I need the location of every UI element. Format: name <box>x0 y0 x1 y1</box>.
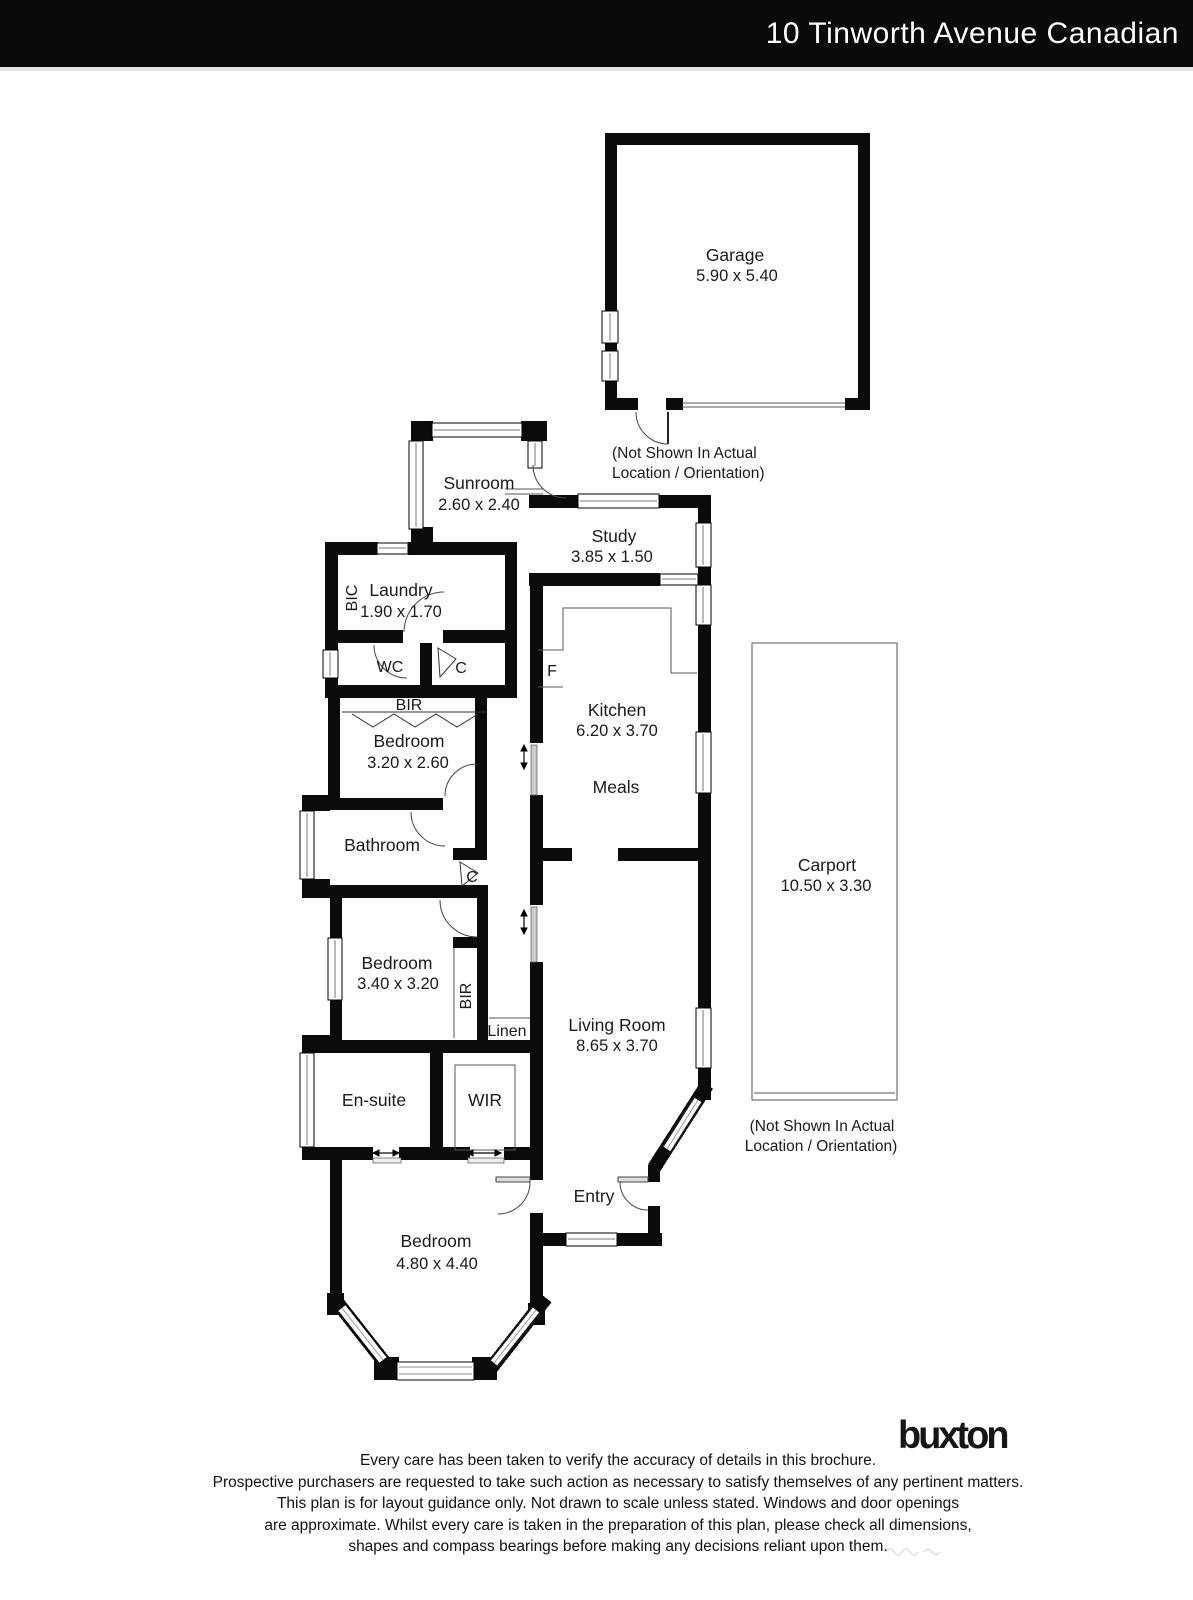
entry-right-door-leaf <box>617 1176 649 1183</box>
watermark-signature <box>885 1548 941 1556</box>
room-dims-garage: 5.90 x 5.40 <box>696 267 778 285</box>
room-label-ensuite: En-suite <box>342 1090 406 1110</box>
slide-direction-arrows <box>371 743 528 1157</box>
label-bir-side: BIR <box>458 983 475 1010</box>
orientation-notes: (Not Shown In Actual Location / Orientat… <box>612 445 897 1155</box>
label-closet-2: C <box>466 869 478 886</box>
room-label-entry: Entry <box>574 1186 615 1206</box>
room-label-bedroom1: Bedroom <box>400 1231 471 1251</box>
room-dims-study: 3.85 x 1.50 <box>571 548 653 566</box>
room-dims-laundry: 1.90 x 1.70 <box>360 603 442 621</box>
room-label-meals: Meals <box>593 777 640 797</box>
disclaimer-line: Every care has been taken to verify the … <box>359 1452 877 1469</box>
carport-outline <box>751 642 898 1101</box>
bifold-doors-zigzag <box>351 713 479 728</box>
room-label-laundry: Laundry <box>369 580 432 600</box>
windows <box>299 310 712 1247</box>
room-dims-bedroom3: 3.40 x 3.20 <box>357 975 439 993</box>
room-labels: Garage 5.90 x 5.40 Sunroom 2.60 x 2.40 S… <box>342 245 872 1273</box>
room-label-bedroom3: Bedroom <box>361 953 432 973</box>
carport-note-line2: Location / Orientation) <box>745 1138 898 1155</box>
page-title: 10 Tinworth Avenue Canadian <box>765 16 1179 50</box>
room-label-study: Study <box>592 526 637 546</box>
label-wc: WC <box>377 659 404 676</box>
garage-note-line2: Location / Orientation) <box>612 465 765 482</box>
carport-note-line1: (Not Shown In Actual <box>750 1118 895 1135</box>
header-bar: 10 Tinworth Avenue Canadian <box>0 0 1193 67</box>
label-fridge: F <box>547 663 557 680</box>
room-dims-bedroom2: 3.20 x 2.60 <box>367 754 449 772</box>
buxton-logo: buxton <box>898 1414 1010 1457</box>
label-closet-1: C <box>455 660 467 677</box>
disclaimer-line: are approximate. Whilst every care is ta… <box>264 1516 972 1534</box>
sliding-doors <box>371 743 538 1164</box>
room-dims-carport: 10.50 x 3.30 <box>781 877 872 895</box>
room-label-linen: Linen <box>487 1023 526 1040</box>
closet-door-flap-2 <box>459 861 479 887</box>
room-dims-bedroom1: 4.80 x 4.40 <box>396 1255 478 1273</box>
kitchen-bench-outline <box>538 607 697 674</box>
room-label-carport: Carport <box>798 855 856 875</box>
closet-door-flap-1 <box>437 647 457 679</box>
room-dims-sunroom: 2.60 x 2.40 <box>438 496 520 514</box>
room-label-living: Living Room <box>568 1015 665 1035</box>
small-labels: BIC WC C BIR C BIR F <box>344 585 557 1010</box>
label-bir-top: BIR <box>396 697 423 714</box>
disclaimer-line: This plan is for layout guidance only. N… <box>276 1495 960 1512</box>
disclaimer-line: shapes and compass bearings before makin… <box>348 1538 888 1555</box>
garage-note-line1: (Not Shown In Actual <box>612 445 757 462</box>
room-label-wir: WIR <box>468 1090 502 1110</box>
room-dims-living: 8.65 x 3.70 <box>576 1037 658 1055</box>
disclaimer-line: Prospective purchasers are requested to … <box>212 1473 1024 1491</box>
room-label-kitchen: Kitchen <box>588 700 646 720</box>
wir-robe-outline <box>454 1064 516 1151</box>
label-bic: BIC <box>344 585 361 612</box>
room-dims-kitchen: 6.20 x 3.70 <box>576 722 658 740</box>
room-label-sunroom: Sunroom <box>443 473 514 493</box>
room-label-bedroom2: Bedroom <box>373 731 444 751</box>
header-shadow <box>0 67 1193 71</box>
door-arcs <box>373 411 669 1215</box>
disclaimer-block: Every care has been taken to verify the … <box>30 1450 1193 1558</box>
room-label-bathroom: Bathroom <box>344 835 420 855</box>
bay-windows <box>338 1097 703 1381</box>
room-label-garage: Garage <box>706 245 764 265</box>
entry-left-door-leaf <box>495 1176 531 1183</box>
fixtures <box>342 402 898 1151</box>
